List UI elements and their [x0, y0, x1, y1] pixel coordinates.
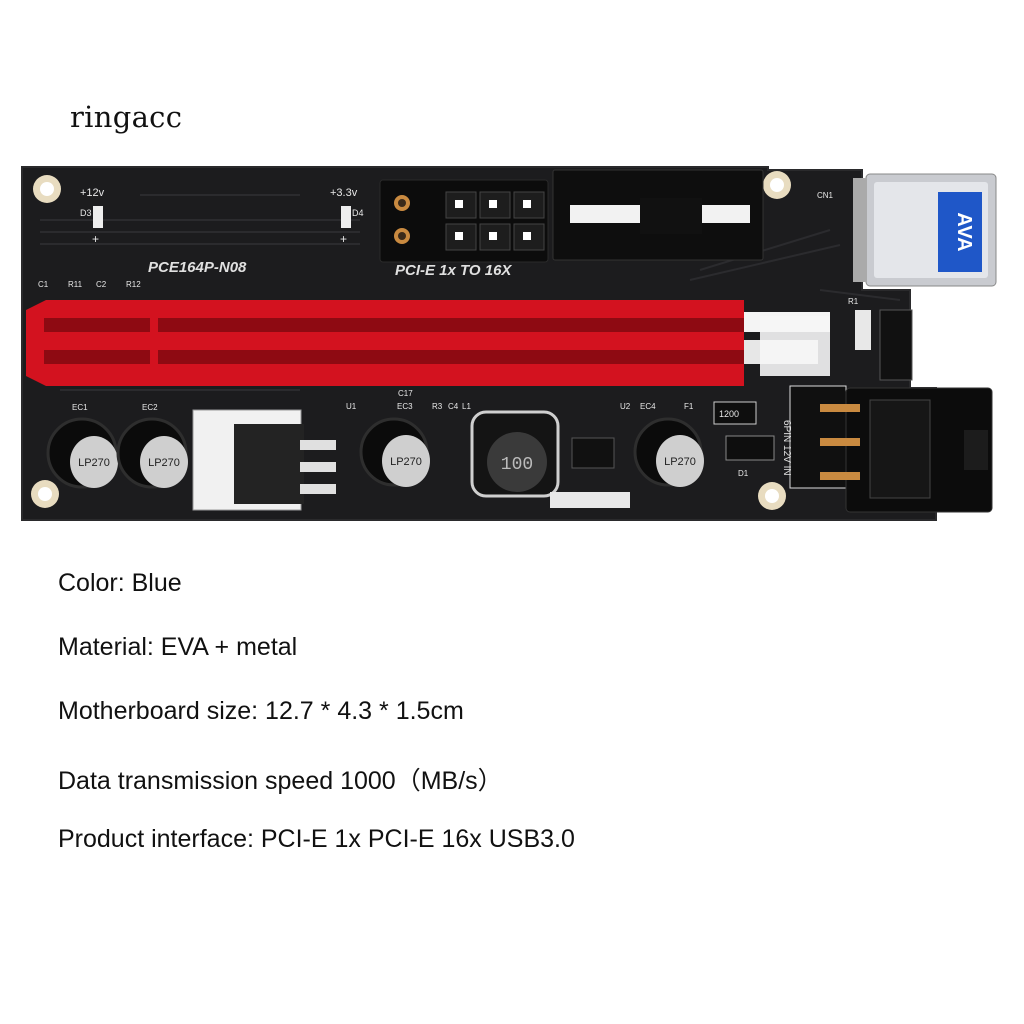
spec-size: Motherboard size: 12.7 * 4.3 * 1.5cm — [58, 697, 464, 725]
usb3-port: AVA — [853, 173, 997, 287]
spec-color: Color: Blue — [58, 569, 182, 597]
svg-text:L1: L1 — [462, 402, 471, 411]
spec-material: Material: EVA + metal — [58, 633, 298, 661]
label-c1: C1 — [38, 280, 49, 289]
svg-text:C4: C4 — [448, 402, 459, 411]
label-12v: +12v — [80, 187, 105, 199]
label-c2: C2 — [96, 280, 107, 289]
mounting-hole-br — [758, 482, 786, 510]
voltage-regulator — [192, 409, 336, 511]
brand-watermark: ringacc — [70, 100, 183, 134]
svg-text:LP270: LP270 — [148, 457, 180, 469]
capacitor-ec2: LP270 EC2 — [116, 403, 188, 489]
spec-interface: Product interface: PCI-E 1x PCI-E 16x US… — [58, 825, 575, 853]
svg-text:LP270: LP270 — [78, 457, 110, 469]
svg-text:R3: R3 — [432, 402, 443, 411]
svg-text:100: 100 — [501, 455, 533, 475]
label-r11: R11 — [68, 280, 83, 289]
svg-text:EC4: EC4 — [640, 402, 656, 411]
minus-mark-1: + — [92, 232, 99, 246]
svg-text:EC3: EC3 — [397, 402, 413, 411]
svg-text:D1: D1 — [738, 469, 749, 478]
mounting-hole-tl — [33, 175, 61, 203]
model-label: PCE164P-N08 — [148, 259, 247, 276]
label-d3: D3 — [80, 208, 92, 218]
minus-mark-2: + — [340, 232, 347, 246]
spec-speed: Data transmission speed 1000（MB/s） — [58, 767, 503, 795]
diode-d1 — [725, 435, 775, 461]
svg-text:C17: C17 — [398, 389, 413, 398]
svg-text:LP270: LP270 — [390, 456, 422, 468]
label-33v: +3.3v — [330, 187, 358, 199]
pcie-1x-slot — [552, 169, 764, 261]
capacitor-ec4: LP270 EC4 U2 F1 — [620, 402, 704, 487]
label-r12: R12 — [126, 280, 141, 289]
jumper-block — [879, 309, 913, 381]
label-r1: R1 — [848, 297, 859, 306]
top-power-connector — [379, 179, 549, 263]
capacitor-ec1: LP270 EC1 — [46, 403, 118, 489]
inductor-l1: 100 R3 C4 L1 — [432, 402, 560, 498]
svg-text:F1: F1 — [684, 402, 694, 411]
pcie-16x-slot — [26, 300, 830, 386]
usb-brand-text: AVA — [953, 212, 975, 251]
svg-text:U1: U1 — [346, 402, 357, 411]
pin-header-bottom — [550, 492, 630, 508]
capacitor-ec3: LP270 EC3 U1 C17 — [346, 389, 430, 487]
mounting-hole-tr — [763, 171, 791, 199]
power-label: 6PIN 12V IN — [781, 420, 792, 476]
ic-chip — [571, 437, 615, 469]
svg-text:EC2: EC2 — [142, 403, 158, 412]
svg-text:LP270: LP270 — [664, 456, 696, 468]
svg-text:U2: U2 — [620, 402, 631, 411]
mounting-hole-bl — [31, 480, 59, 508]
svg-text:1200: 1200 — [719, 409, 739, 419]
label-d4: D4 — [352, 208, 364, 218]
label-cn1: CN1 — [817, 191, 834, 200]
side-power-connector: 6PIN 12V IN — [781, 385, 993, 513]
riser-board-photo: +12v +3.3v D3 D4 + + PCE164P-N08 PCI-E 1… — [21, 166, 997, 521]
svg-text:EC1: EC1 — [72, 403, 88, 412]
subtitle-label: PCI-E 1x TO 16X — [395, 262, 512, 279]
resistor-1200 — [713, 401, 757, 425]
header-pins — [855, 310, 871, 350]
